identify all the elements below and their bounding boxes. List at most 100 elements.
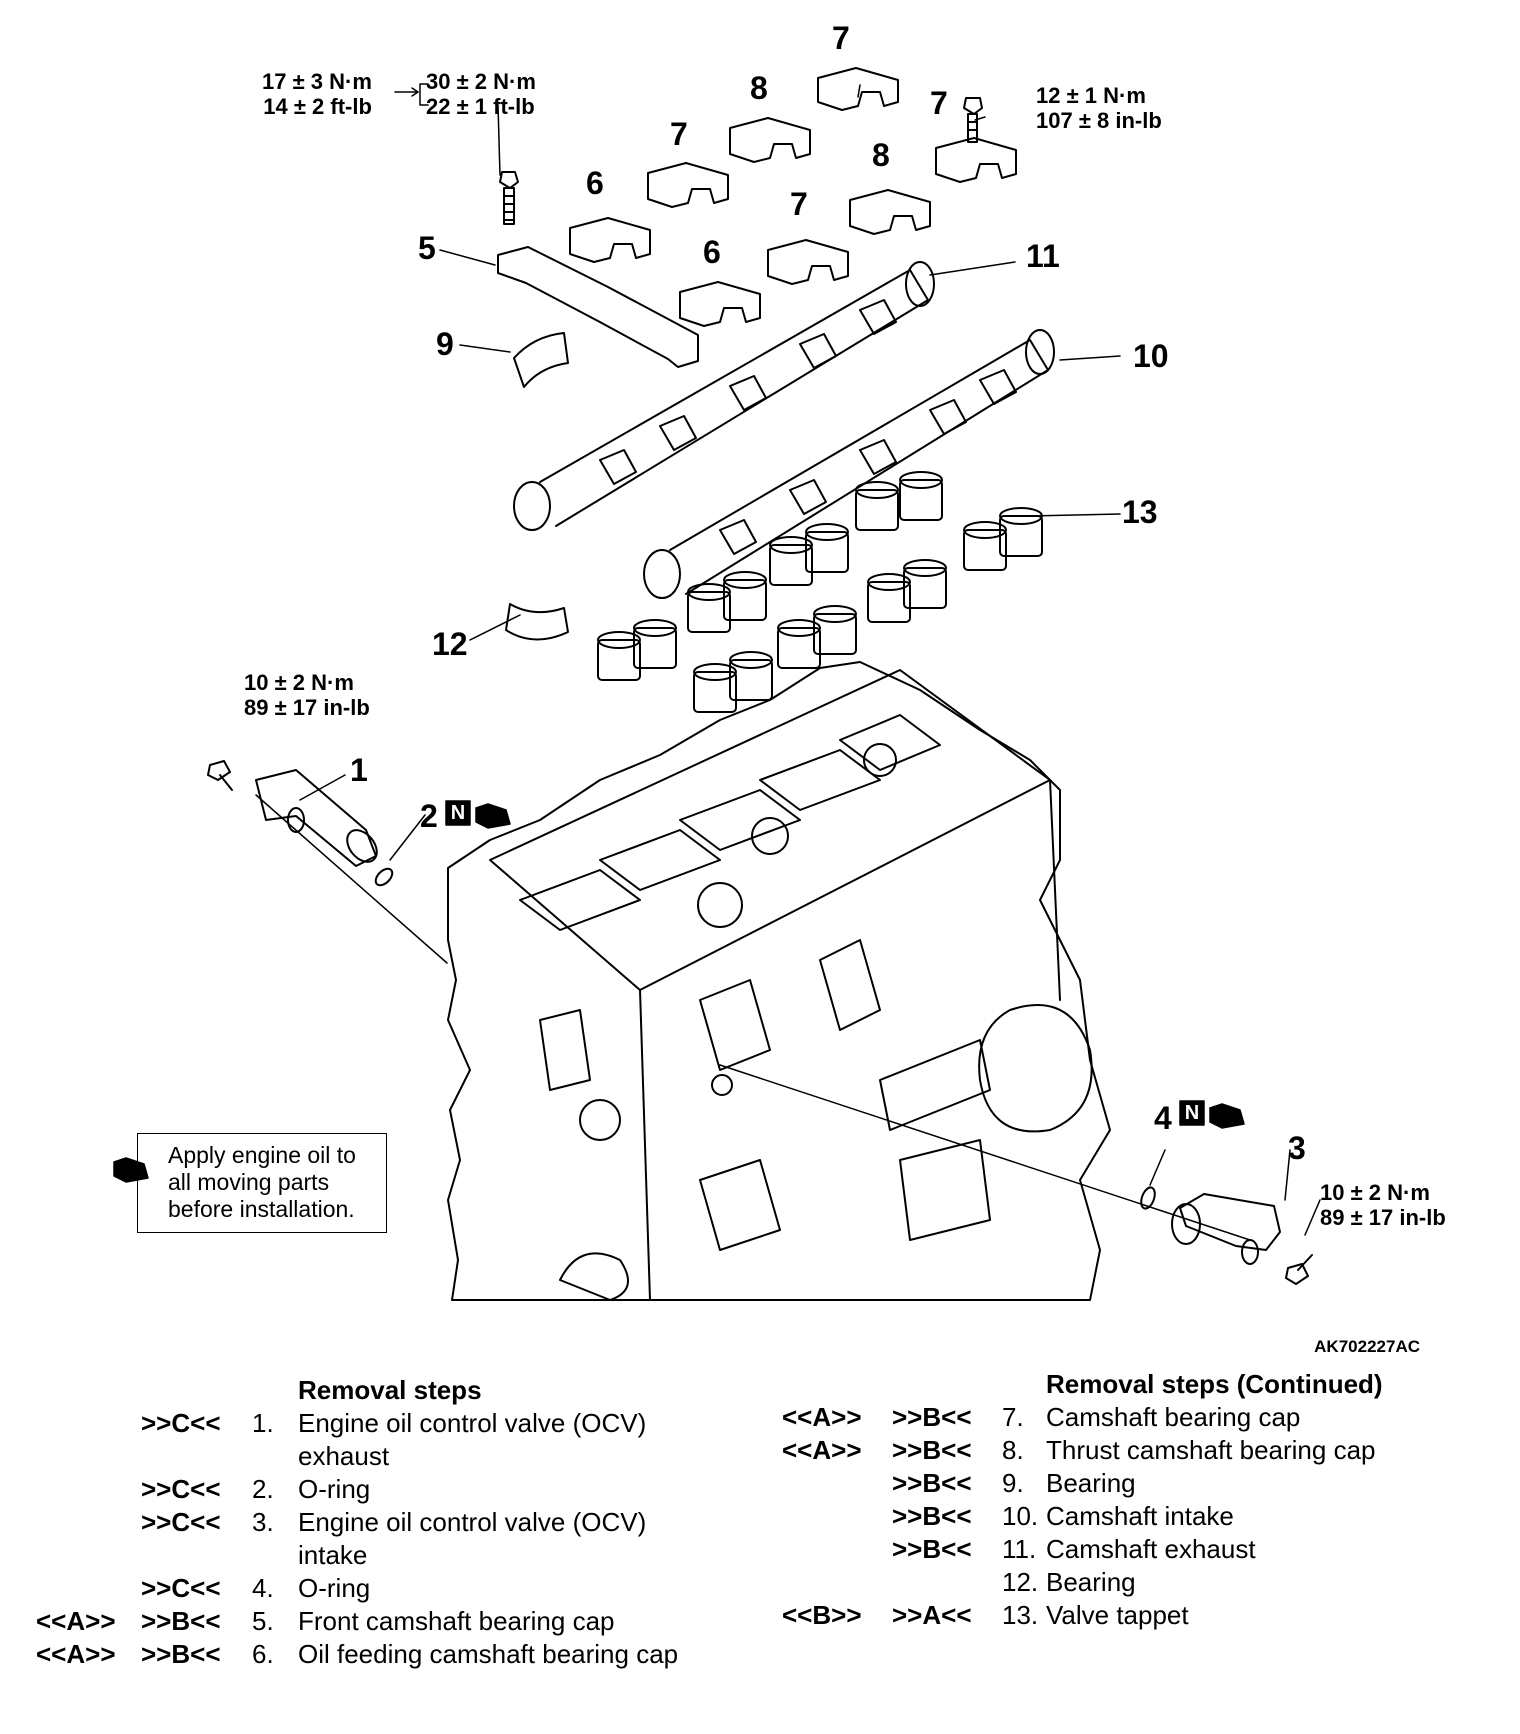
torque-line: 22 ± 1 ft-lb [426, 94, 535, 119]
torque-line: 89 ± 17 in-lb [244, 695, 370, 720]
step-text: O-ring [298, 1573, 371, 1603]
torque-bolt-initial: 17 ± 3 N·m 14 ± 2 ft-lb [262, 69, 372, 119]
callout-11: 11 [1026, 238, 1060, 274]
bearing-caps [497, 67, 1017, 368]
valve-tappets [597, 471, 1043, 713]
marker-removal: >>C<< [141, 1573, 221, 1603]
torque-ocv-intake: 10 ± 2 N·m 89 ± 17 in-lb [1320, 1180, 1446, 1230]
note-line: all moving parts [168, 1169, 330, 1195]
bolt-ocv-exhaust [207, 760, 233, 791]
marker-removal: >>B<< [892, 1534, 972, 1564]
callout-4: 4 [1154, 1100, 1172, 1136]
torque-line: 89 ± 17 in-lb [1320, 1205, 1446, 1230]
ocv-intake [1171, 1193, 1281, 1265]
step-text: Engine oil control valve (OCV) [298, 1507, 647, 1537]
marker-removal: >>A<< [892, 1600, 972, 1630]
step-number: 7. [1002, 1402, 1024, 1432]
step-number: 4. [252, 1573, 274, 1603]
bearing-upper [513, 332, 569, 388]
bolt-ocv-intake [1285, 1254, 1313, 1285]
marker-removal: >>C<< [141, 1474, 221, 1504]
torque-line: 12 ± 1 N·m [1036, 83, 1146, 108]
marker-removal: >>B<< [141, 1606, 221, 1636]
n-box-icon: N [450, 802, 466, 824]
step-text: Bearing [1046, 1567, 1136, 1597]
o-ring-4 [1140, 1186, 1156, 1210]
step-text: Thrust camshaft bearing cap [1046, 1435, 1376, 1465]
oil-can-icon-note [113, 1157, 149, 1183]
callout-8b: 8 [872, 137, 890, 173]
callout-3: 3 [1288, 1130, 1306, 1166]
marker-install: <<A>> [36, 1606, 116, 1636]
n-box-icon: N [1184, 1102, 1200, 1124]
engine-block [447, 661, 1111, 1301]
step-text: Oil feeding camshaft bearing cap [298, 1639, 679, 1669]
callout-6b: 6 [703, 234, 721, 270]
step-number: 9. [1002, 1468, 1024, 1498]
torque-line: 30 ± 2 N·m [426, 69, 536, 94]
marker-install: <<A>> [782, 1435, 862, 1465]
torque-line: 17 ± 3 N·m [262, 69, 372, 94]
torque-cap-bolt: 12 ± 1 N·m 107 ± 8 in-lb [1036, 83, 1162, 133]
callout-9: 9 [436, 326, 454, 362]
bolt-top-right [963, 97, 983, 143]
step-text: Engine oil control valve (OCV) [298, 1408, 647, 1438]
marker-removal: >>C<< [141, 1507, 221, 1537]
camshaft-exhaust [513, 261, 935, 531]
bolt-top-left [499, 171, 519, 225]
callout-2: 2 [420, 798, 438, 834]
leader-lines [255, 84, 1321, 1241]
callout-7a: 7 [832, 20, 850, 56]
marker-removal: >>C<< [141, 1408, 221, 1438]
step-number: 3. [252, 1507, 274, 1537]
callout-1: 1 [350, 752, 368, 788]
step-text: Front camshaft bearing cap [298, 1606, 615, 1636]
figure-code: AK702227AC [1314, 1337, 1420, 1356]
marker-removal: >>B<< [892, 1435, 972, 1465]
engine-oil-note: Apply engine oil to all moving parts bef… [137, 1133, 387, 1233]
torque-line: 10 ± 2 N·m [1320, 1180, 1430, 1205]
bearing-lower [505, 603, 569, 641]
oil-can-icon [445, 800, 1245, 1129]
step-text: Camshaft intake [1046, 1501, 1234, 1531]
callout-7d: 7 [790, 186, 808, 222]
step-text: exhaust [298, 1441, 390, 1471]
callout-5: 5 [418, 230, 436, 266]
removal-steps-title: Removal steps [298, 1375, 482, 1405]
step-number: 13. [1002, 1600, 1039, 1630]
step-number: 8. [1002, 1435, 1024, 1465]
step-text: Bearing [1046, 1468, 1136, 1498]
note-line: Apply engine oil to [168, 1142, 356, 1168]
callout-8a: 8 [750, 70, 768, 106]
torque-line: 10 ± 2 N·m [244, 670, 354, 695]
marker-removal: >>B<< [892, 1501, 972, 1531]
tappet-group [597, 471, 1043, 713]
callout-6a: 6 [586, 165, 604, 201]
marker-removal: >>B<< [141, 1639, 221, 1669]
torque-line: 107 ± 8 in-lb [1036, 108, 1162, 133]
marker-removal: >>B<< [892, 1468, 972, 1498]
marker-removal: >>B<< [892, 1402, 972, 1432]
marker-install: <<A>> [36, 1639, 116, 1669]
o-ring-2 [374, 867, 394, 887]
callout-12: 12 [432, 626, 468, 662]
step-text: Valve tappet [1046, 1600, 1189, 1630]
callout-10: 10 [1133, 338, 1169, 374]
torque-arrow [394, 83, 429, 106]
step-text: intake [298, 1540, 368, 1570]
exploded-view-drawing [113, 67, 1321, 1301]
step-text: Camshaft bearing cap [1046, 1402, 1301, 1432]
ocv-exhaust [255, 769, 378, 867]
callout-7b: 7 [670, 116, 688, 152]
step-number: 12. [1002, 1567, 1039, 1597]
step-number: 5. [252, 1606, 274, 1636]
marker-install: <<B>> [782, 1600, 862, 1630]
torque-line: 14 ± 2 ft-lb [263, 94, 372, 119]
callout-13: 13 [1122, 494, 1158, 530]
marker-install: <<A>> [782, 1402, 862, 1432]
step-text: Camshaft exhaust [1046, 1534, 1256, 1564]
torque-bolt-final: 30 ± 2 N·m 22 ± 1 ft-lb [426, 69, 536, 119]
removal-steps-continued-title: Removal steps (Continued) [1046, 1369, 1383, 1399]
step-number: 2. [252, 1474, 274, 1504]
